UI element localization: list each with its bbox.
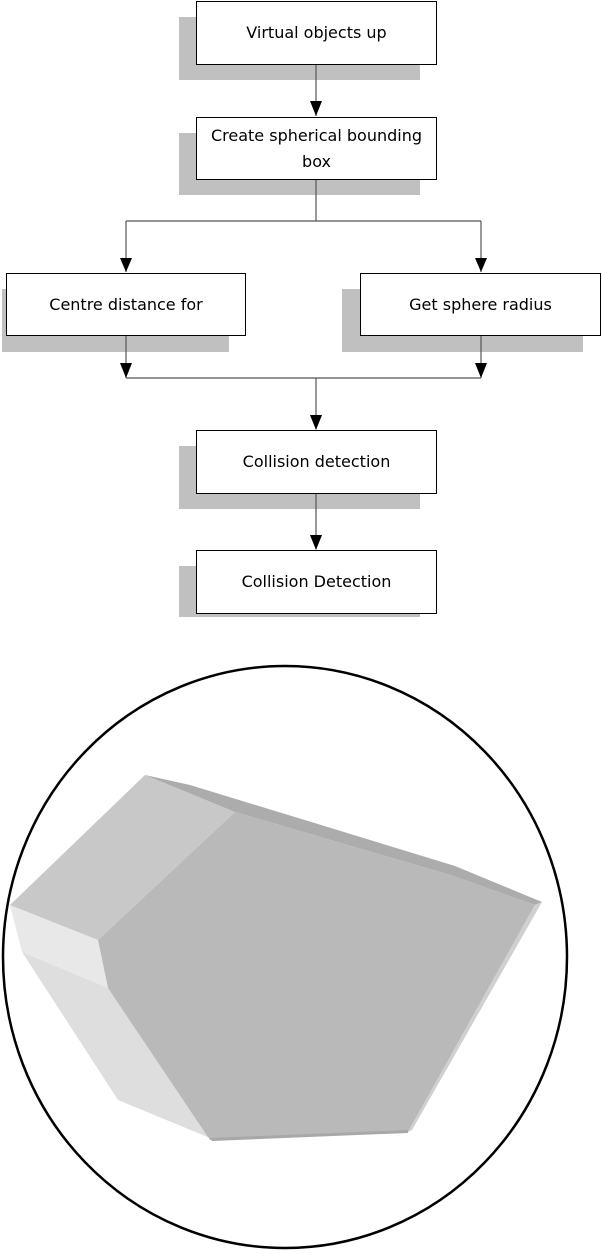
node-collision-detection-final: Collision Detection xyxy=(196,550,437,614)
node-label: Collision detection xyxy=(242,452,391,471)
arrowhead xyxy=(310,535,322,550)
polyhedron xyxy=(10,775,542,1141)
polyhedron-rim xyxy=(408,902,542,1132)
node-get-sphere-radius: Get sphere radius xyxy=(360,273,601,336)
node-label: Virtual objects up xyxy=(246,23,387,42)
polyhedron-face-top xyxy=(10,775,235,940)
arrowhead xyxy=(310,415,322,430)
arrowhead xyxy=(475,363,487,378)
node-label: Get sphere radius xyxy=(409,294,552,314)
node-label: Collision Detection xyxy=(241,572,392,591)
node-collision-detection: Collision detection xyxy=(196,430,437,494)
node-label: Centre distance for xyxy=(49,294,203,314)
arrowhead xyxy=(310,101,322,116)
polyhedron-bottom-rim xyxy=(210,1130,408,1141)
node-create-bounding-box: Create spherical bounding box xyxy=(196,117,437,180)
connectors xyxy=(120,64,487,550)
node-virtual-objects-up: Virtual objects up xyxy=(196,1,437,65)
polyhedron-face-main xyxy=(98,812,535,1140)
node-label: Create spherical bounding box xyxy=(210,125,422,171)
arrowhead xyxy=(120,258,132,272)
polyhedron-face-left xyxy=(10,905,108,988)
polyhedron-face-lower-left xyxy=(22,952,210,1138)
polyhedron-face-top-edge xyxy=(145,775,542,905)
bounding-sphere-outline xyxy=(1,664,569,1250)
arrowhead xyxy=(120,363,132,378)
node-centre-distance: Centre distance for xyxy=(6,273,246,336)
arrowhead xyxy=(475,258,487,272)
